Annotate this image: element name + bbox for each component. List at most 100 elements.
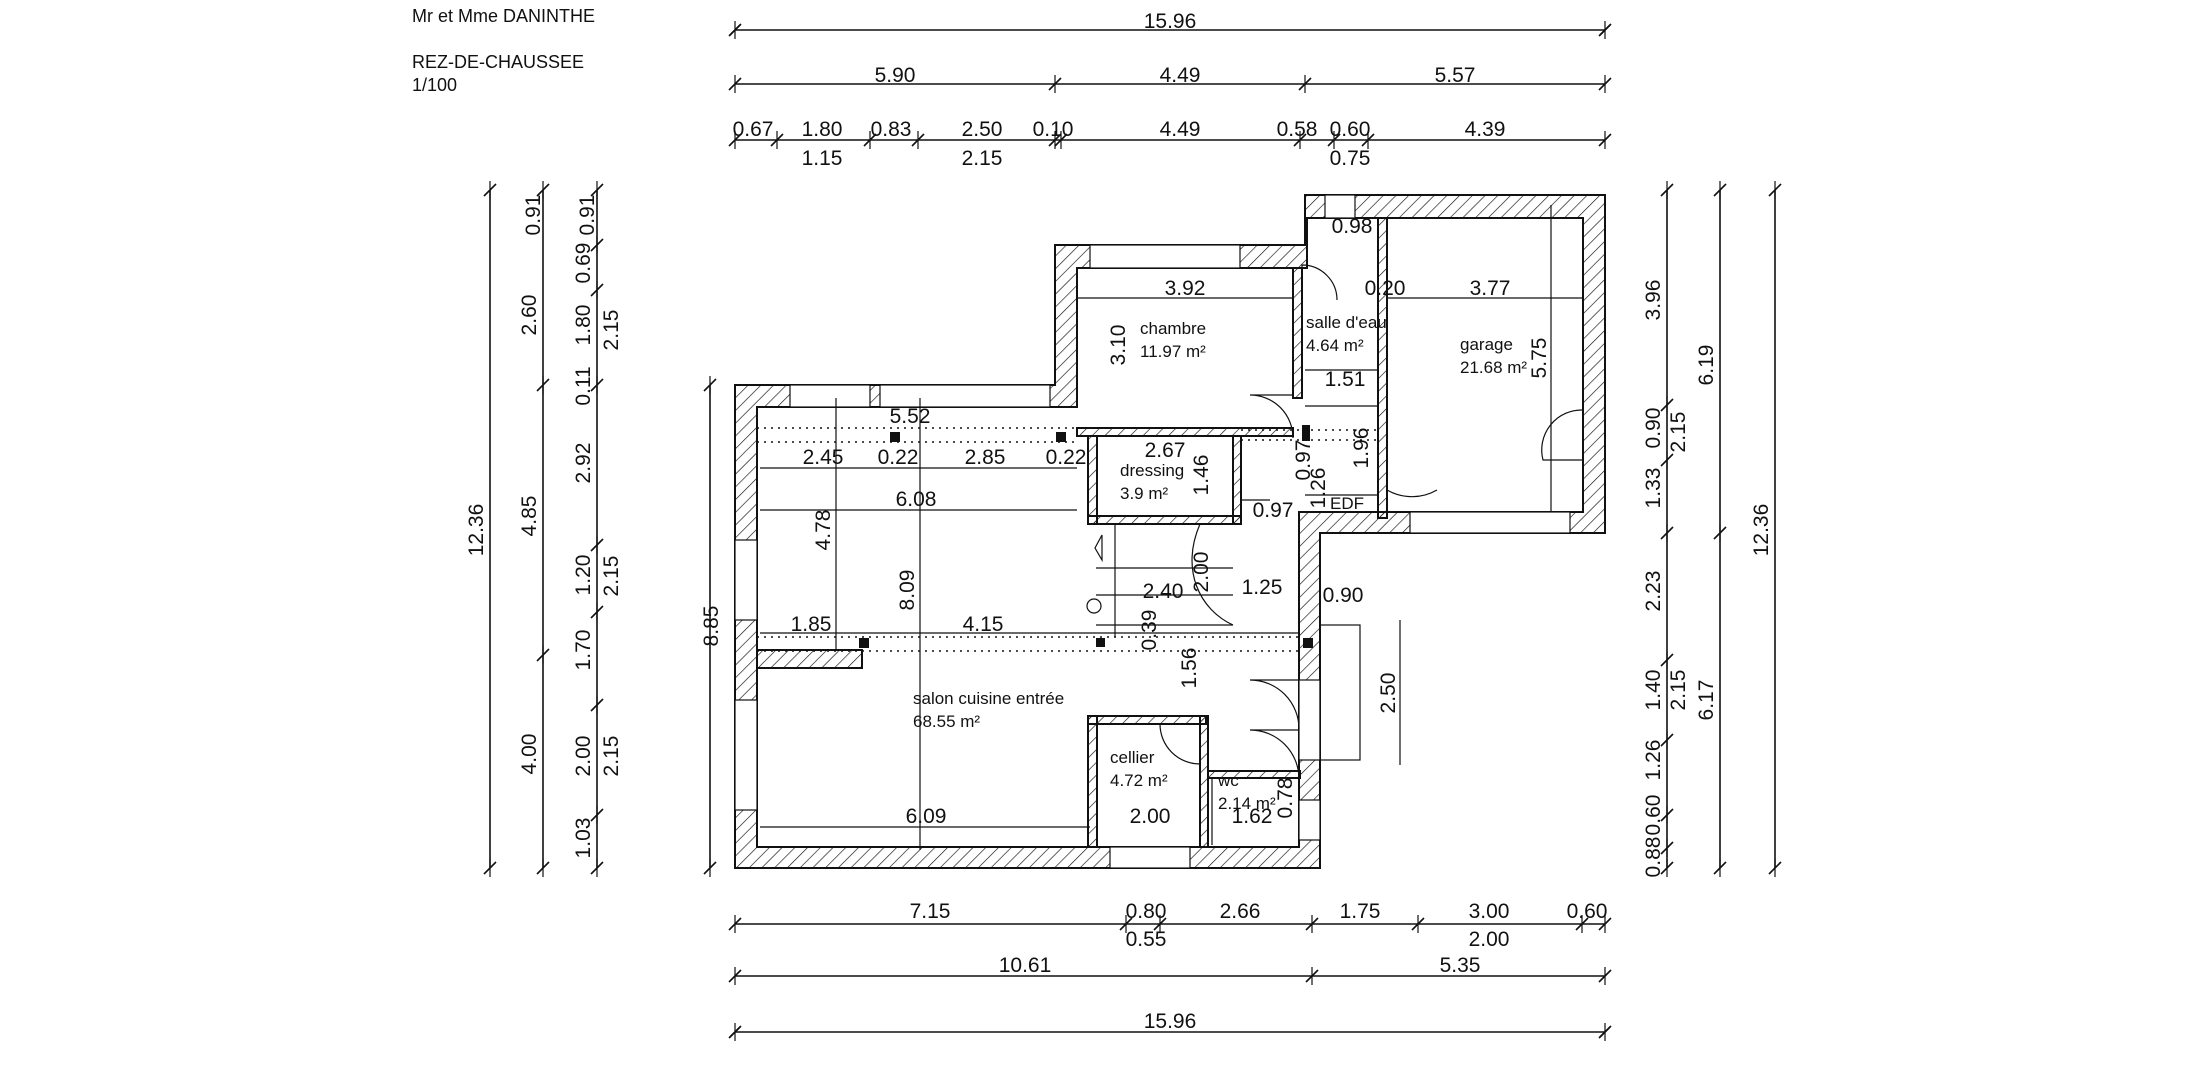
dim-int-34: 0.78 [1274, 778, 1297, 819]
dim-right-fine-4: 2.23 [1642, 571, 1665, 612]
dim-left-fine-4: 0.11 [572, 366, 595, 405]
wall-cellier-right [1199, 715, 1209, 848]
dim-left-fine-8: 2.00 [572, 736, 595, 777]
wall-sdb-garage [1377, 217, 1388, 519]
dimension-values: 15.96 5.90 4.49 5.57 0.67 1.80 0.83 2.50… [465, 10, 1773, 1033]
dim-int-12: 0.20 [1365, 277, 1406, 300]
dim-int-23: 4.15 [963, 613, 1004, 636]
dim-int-10: 3.10 [1107, 325, 1130, 366]
dim-int-13: 3.77 [1470, 277, 1511, 300]
dim-int-16: 2.67 [1145, 439, 1186, 462]
dim-right-mid-1: 6.19 [1695, 345, 1718, 386]
dim-bot-fine-6: 0.60 [1567, 900, 1608, 923]
dim-int-6: 6.08 [896, 488, 937, 511]
dim-int-31: 6.09 [906, 805, 947, 828]
dim-left-fine-3: 1.80 [572, 305, 595, 346]
dim-bot-total: 15.96 [1144, 1010, 1197, 1033]
dim-bot-fine-5: 3.00 [1469, 900, 1510, 923]
dim-left-wall: 8.85 [700, 606, 723, 647]
dim-top-fine-4: 2.50 [962, 118, 1003, 141]
dim-top-total: 15.96 [1144, 10, 1197, 33]
posts [859, 425, 1313, 648]
dim-left-fine-5: 2.92 [572, 443, 595, 484]
room-dressing-area: 3.9 m² [1120, 484, 1169, 503]
room-dressing-name: dressing [1120, 461, 1184, 480]
dim-int-19: 1.96 [1350, 428, 1373, 469]
dim-int-22: 1.85 [791, 613, 832, 636]
dim-bot-low-1: 0.55 [1126, 928, 1167, 951]
room-cellier-area: 4.72 m² [1110, 771, 1168, 790]
dim-bot-fine-2: 0.80 [1126, 900, 1167, 923]
dim-top-fine-9: 4.39 [1465, 118, 1506, 141]
edf-label: EDF [1330, 494, 1364, 513]
room-labels: chambre 11.97 m² salle d'eau 4.64 m² gar… [913, 313, 1527, 813]
dim-int-15: 1.51 [1325, 368, 1366, 391]
dim-int-27: 0.90 [1323, 584, 1364, 607]
dim-top-low-3: 0.75 [1330, 147, 1371, 170]
dim-left-mid-1: 2.60 [518, 295, 541, 336]
windows [734, 194, 1571, 869]
dim-int-29: 1.56 [1178, 648, 1201, 689]
dim-int-21: 1.26 [1307, 468, 1330, 509]
dim-int-25: 2.00 [1190, 552, 1213, 593]
wall-dressing-left [1087, 435, 1098, 525]
dim-right-fine-3: 1.33 [1642, 468, 1665, 509]
room-chambre-area: 11.97 m² [1140, 342, 1206, 361]
dim-left-fine-2: 0.69 [572, 243, 595, 284]
dim-right-total: 12.36 [1750, 504, 1773, 557]
dim-bot-mid-2: 5.35 [1440, 954, 1481, 977]
room-salon-name: salon cuisine entrée [913, 689, 1064, 708]
dim-top-fine-6: 4.49 [1160, 118, 1201, 141]
dim-right-fine-6: 1.26 [1642, 740, 1665, 781]
dim-int-7: 4.78 [812, 510, 835, 551]
dim-int-24: 2.40 [1143, 580, 1184, 603]
dim-top-fine-2: 1.80 [802, 118, 843, 141]
dim-int-4: 2.85 [965, 446, 1006, 469]
dim-int-26: 1.25 [1242, 576, 1283, 599]
dim-right-mid-2: 6.17 [1695, 680, 1718, 721]
dim-right-fine-1: 3.96 [1642, 280, 1665, 321]
dim-int-2: 2.45 [803, 446, 844, 469]
dim-right-fine2-1: 2.15 [1667, 412, 1690, 453]
wall-wc-top [1207, 770, 1301, 779]
dim-top-low-1: 1.15 [802, 147, 843, 170]
client-name: Mr et Mme DANINTHE [412, 6, 596, 26]
dim-int-30: 2.50 [1377, 673, 1400, 714]
dim-int-17: 1.46 [1190, 455, 1213, 496]
dim-left-fine2-2: 2.15 [600, 310, 623, 351]
dim-bot-low-2: 2.00 [1469, 928, 1510, 951]
dim-top-fine-8: 0.60 [1330, 118, 1371, 141]
wall-dressing-bottom [1087, 515, 1242, 525]
beams [757, 427, 1378, 652]
dim-left-fine-1: 0.91 [522, 195, 545, 236]
dim-top-fine-7: 0.58 [1277, 118, 1318, 141]
room-garage-name: garage [1460, 335, 1513, 354]
dim-bot-fine-3: 2.66 [1220, 900, 1261, 923]
dim-bot-mid-1: 10.61 [999, 954, 1052, 977]
room-garage-area: 21.68 m² [1460, 358, 1527, 377]
room-sdb-name: salle d'eau [1306, 313, 1387, 332]
wall-left-inner [756, 649, 863, 669]
dim-left-fine2-3: 2.15 [600, 556, 623, 597]
dim-bot-fine-1: 7.15 [910, 900, 951, 923]
dim-top-fine-1: 0.67 [733, 118, 774, 141]
dim-int-11: 0.98 [1332, 215, 1373, 238]
wall-chambre-bottom [1076, 427, 1294, 437]
dim-left-total: 12.36 [465, 504, 488, 557]
dim-right-fine-2: 0.90 [1642, 408, 1665, 449]
dim-int-33: 1.62 [1232, 805, 1273, 828]
dim-int-3: 0.22 [878, 446, 919, 469]
dim-int-14: 5.75 [1528, 338, 1551, 379]
dim-bot-fine-4: 1.75 [1340, 900, 1381, 923]
dimension-ticks [483, 21, 1782, 1041]
room-chambre-name: chambre [1140, 319, 1206, 338]
wall-dressing-right [1232, 435, 1242, 525]
dim-int-18: 0.97 [1292, 440, 1315, 481]
dim-top-low-2: 2.15 [962, 147, 1003, 170]
dim-right-fine-5: 1.40 [1642, 670, 1665, 711]
dim-int-20: 0.97 [1253, 499, 1294, 522]
wall-cellier-left [1087, 715, 1098, 848]
wall-chambre-sdb [1292, 267, 1303, 399]
dim-int-5: 0.22 [1046, 446, 1087, 469]
